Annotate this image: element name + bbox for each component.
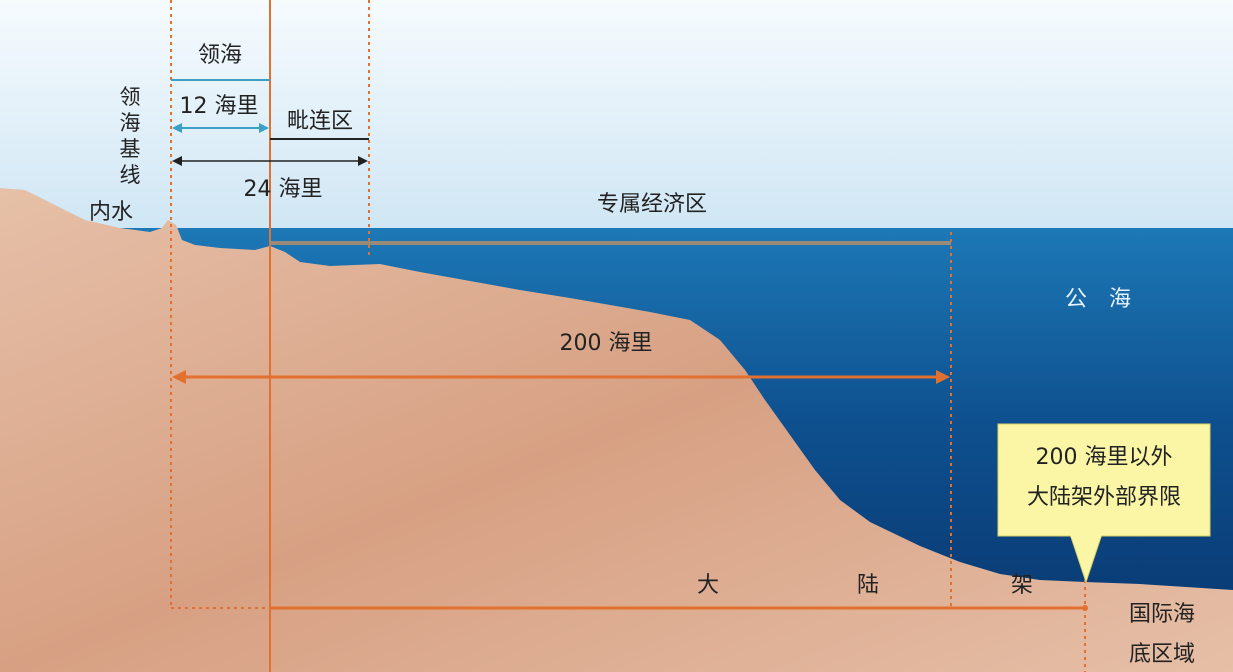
baseline-char-2: 海 — [120, 111, 141, 135]
twelve-nm-arrowhead-right — [259, 123, 269, 133]
twenty-four-nm-label: 24 海里 — [244, 177, 323, 202]
twenty-four-nm-arrowhead-right — [358, 156, 368, 166]
shelf-char-2: 陆 — [857, 573, 879, 598]
shelf-char-1: 大 — [697, 573, 719, 598]
two-hundred-nm-arrowhead-right — [936, 370, 950, 384]
callout-line1: 200 海里以外 — [1036, 445, 1173, 470]
two-hundred-nm-label: 200 海里 — [560, 331, 653, 356]
callout: 200 海里以外 大陆架外部界限 — [997, 423, 1211, 584]
internal-waters-label: 内水 — [89, 200, 133, 225]
contiguous-zone-label: 毗连区 — [287, 109, 353, 134]
high-seas-label: 公 海 — [1065, 287, 1131, 312]
land-profile — [0, 188, 1233, 672]
twenty-four-nm-arrowhead-left — [172, 156, 182, 166]
international-seabed-line1: 国际海 — [1129, 602, 1195, 627]
baseline-char-1: 领 — [120, 85, 141, 109]
callout-box — [997, 423, 1211, 537]
two-hundred-nm-arrowhead-left — [172, 370, 186, 384]
baseline-char-3: 基 — [120, 137, 141, 161]
shelf-char-3: 架 — [1011, 573, 1033, 598]
baseline-char-4: 线 — [120, 163, 141, 187]
eez-label: 专属经济区 — [597, 192, 707, 217]
territorial-sea-label: 领海 — [198, 43, 242, 68]
shelf-end-marker — [1082, 605, 1088, 611]
callout-line2: 大陆架外部界限 — [1027, 485, 1181, 510]
sky — [0, 0, 1233, 232]
twelve-nm-arrowhead-left — [172, 123, 182, 133]
international-seabed-line2: 底区域 — [1129, 642, 1195, 667]
twelve-nm-label: 12 海里 — [180, 94, 259, 119]
